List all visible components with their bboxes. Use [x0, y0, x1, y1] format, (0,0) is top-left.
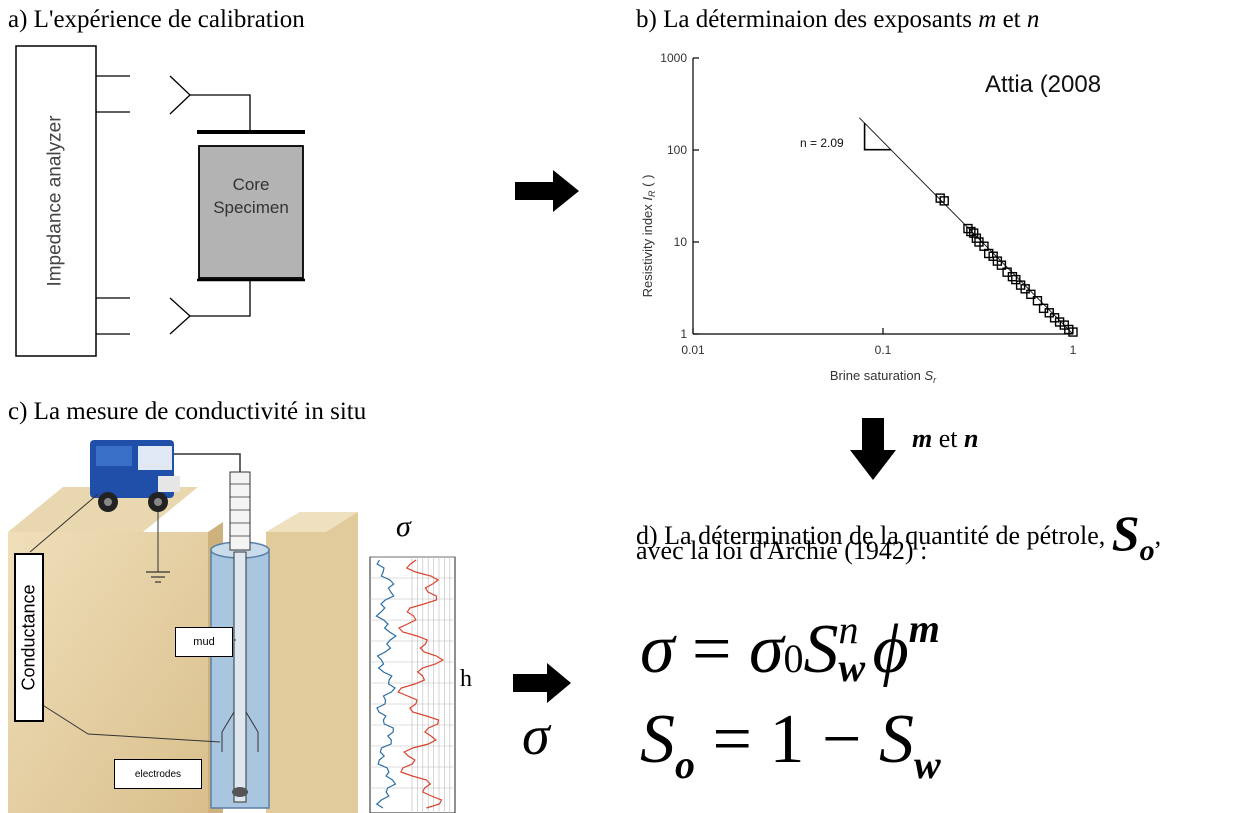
data-point [1068, 327, 1078, 337]
panel-b-title-m: m [978, 6, 997, 33]
eq1-sigma0-sub: 0 [783, 636, 804, 681]
analyzer-label: Impedance analyzer [45, 115, 67, 287]
arrow-right-icon [515, 170, 579, 212]
slope-label: n = 2.09 [800, 136, 844, 150]
top-wire [190, 94, 251, 132]
eq2-S: S [640, 701, 675, 778]
panel-d-title-line1: d) La détermination de la quantité de pé… [636, 498, 1162, 567]
eq1-S-sub: w [838, 645, 866, 690]
panel-b-title-n: n [1026, 6, 1040, 33]
eq1-S: S [803, 611, 839, 688]
impedance-analyzer-box [15, 45, 97, 357]
data-point [1026, 289, 1036, 300]
y-tick-label: 1000 [660, 51, 687, 65]
data-point [1044, 308, 1054, 318]
calibration-circuit-diagram [15, 45, 305, 357]
electrodes-label: electrodes [114, 759, 202, 789]
data-point [996, 260, 1007, 270]
conductance-label: Conductance [18, 584, 39, 691]
arrow-label-n: n [964, 424, 979, 453]
electrode-arm [245, 711, 259, 733]
eq2-Sw: S [878, 701, 914, 778]
core-label: Core Specimen [199, 173, 303, 219]
panel-d-title-text: d) La détermination de la quantité de pé… [636, 521, 1106, 550]
eq2-S-sub: o [675, 742, 695, 787]
bottom-wire [190, 280, 251, 317]
y-tick-label: 1 [680, 327, 687, 341]
in-situ-logging-illustration [8, 440, 456, 813]
data-point [968, 228, 979, 238]
x-tick-label: 0.01 [681, 343, 705, 357]
analyzer-label-wrap: Impedance analyzer [16, 46, 96, 356]
arrow-right-icon [513, 663, 571, 703]
so-subscript: o [1139, 534, 1155, 567]
electrode-arm [221, 711, 235, 733]
eq1-sigma0: σ [749, 611, 784, 688]
conductance-box: Conductance [14, 553, 44, 722]
data-point [1011, 274, 1021, 285]
depth-h-label: h [460, 666, 472, 692]
data-point [979, 241, 989, 251]
bottom-connector [169, 297, 191, 335]
fit-line [858, 117, 1074, 335]
panel-d-title-line2: avec la loi d'Archie (1942) : [636, 536, 928, 565]
arrow-label-m: m [912, 424, 933, 453]
output-sigma: σ [522, 705, 550, 767]
core-specimen [198, 145, 304, 279]
surface-cable [168, 453, 241, 472]
conductance-wire [29, 493, 99, 553]
y-tick-label: 100 [667, 143, 687, 157]
arrow-label: m et n [912, 424, 978, 454]
core-label-line2: Specimen [213, 198, 289, 217]
logging-tool [233, 551, 247, 803]
panel-b-title-et: et [996, 6, 1027, 33]
y-tick-label: 10 [674, 235, 688, 249]
log-curve-blue [375, 559, 397, 809]
data-point [1020, 284, 1030, 294]
panel-b-title: b) La déterminaion des exposants m et n [636, 6, 1039, 34]
log-curve-red [397, 559, 445, 809]
panel-a-title: a) L'expérience de calibration [8, 6, 305, 33]
eq1-equals: = [674, 611, 750, 688]
x-tick-label: 1 [1070, 343, 1077, 357]
chart-citation: Attia (2008) [985, 71, 1100, 98]
panel-c-title: c) La mesure de conductivité in situ [8, 398, 367, 425]
data-point [1032, 296, 1043, 306]
sand-block-right [266, 512, 358, 813]
tool-tip [232, 787, 248, 797]
eq1-phi-sup: m [908, 606, 940, 651]
so-symbol: S [1111, 505, 1140, 561]
x-tick-label: 0.1 [875, 343, 892, 357]
panel-b-title-text: b) La déterminaion des exposants [636, 6, 979, 33]
logging-truck-icon [90, 440, 180, 512]
eq1-S-sup: n [838, 607, 859, 652]
sand-block-right-top [266, 512, 358, 532]
chart-ylabel: Resistivity index IR ( ) [640, 175, 657, 298]
core-label-line1: Core [232, 175, 270, 194]
so-equation: So = 1 − Sw [640, 700, 941, 789]
data-point [966, 226, 976, 237]
eq1-sigma: σ [640, 611, 675, 688]
chart-xlabel: Brine saturation Sr [830, 368, 937, 385]
data-point [939, 196, 949, 206]
mud-label: mud [175, 627, 233, 657]
log-sigma-label: σ [396, 510, 411, 543]
resistivity-chart: 0.01 0.1 1 1 10 100 1000 Resistivity index IR … [640, 51, 1100, 385]
eq1-phi: ϕ [872, 611, 909, 688]
arrow-label-et: et [932, 424, 964, 453]
eq2-Sw-sub: w [913, 742, 941, 787]
arrow-down-icon [850, 418, 896, 480]
eq2-rhs: = 1 − [695, 701, 879, 778]
slope-triangle [863, 123, 891, 151]
data-point [1054, 317, 1065, 327]
so-comma: , [1154, 521, 1162, 550]
top-connector [169, 75, 191, 115]
